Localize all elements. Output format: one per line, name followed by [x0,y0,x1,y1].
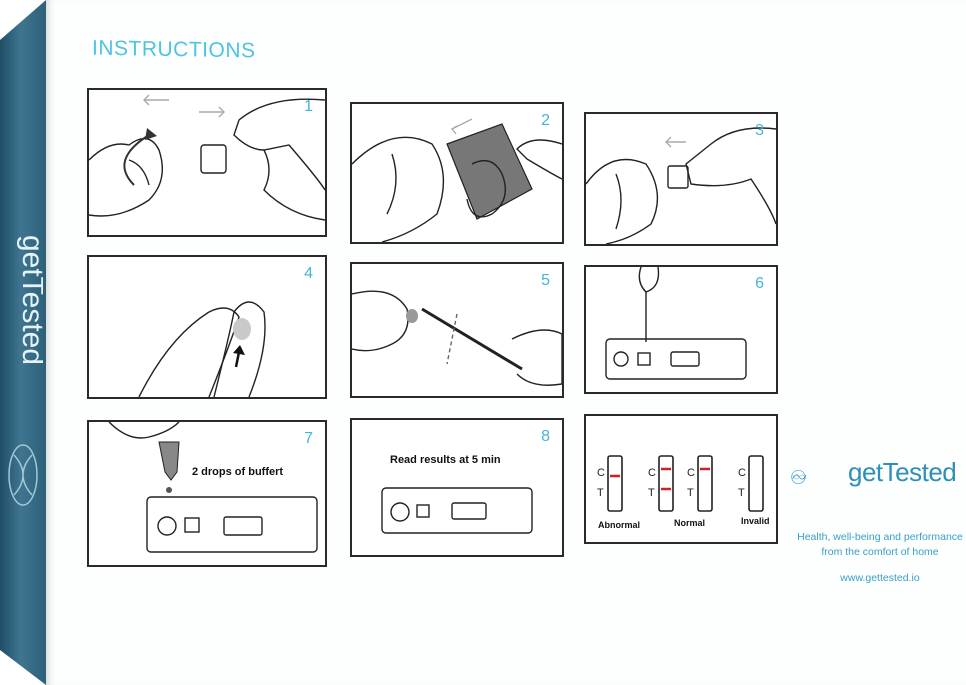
step-6-panel: 6 [584,265,778,394]
tagline-line-2: from the comfort of home [821,546,939,558]
tagline-line-1: Health, well-being and performance [797,531,963,543]
svg-text:C: C [648,467,656,479]
step-6-number: 6 [755,275,764,292]
instructions-title: INSTRUCTIONS [92,36,256,63]
svg-text:T: T [648,487,655,499]
brand-name: getTested [848,457,957,487]
step-8-caption: Read results at 5 min [390,454,501,466]
step-1-panel: 1 [87,88,327,237]
step-5-number: 5 [541,272,550,289]
finger-puncture-icon [138,301,266,397]
svg-text:C: C [597,467,605,479]
step-4-number: 4 [304,265,313,282]
step-7-number: 7 [304,430,313,447]
step-8-number: 8 [541,428,550,445]
brand-tagline: Health, well-being and performance from … [792,530,966,560]
step-2-panel: 2 [350,102,564,244]
box-spine: getTested [0,0,46,685]
press-lancet-hands-icon [586,127,776,244]
result-label-invalid: Invalid [741,516,770,526]
spine-brand-text: getTested [16,235,43,365]
svg-text:T: T [738,487,745,499]
collect-blood-pipette-icon [352,290,562,386]
step-2-number: 2 [541,112,550,129]
results-panel: C T C T C T C T Abnormal Normal Invalid [584,414,778,544]
svg-text:T: T [597,487,604,499]
result-label-abnormal: Abnormal [598,520,641,530]
open-lancet-hands-icon [89,94,325,221]
step-1-number: 1 [304,98,313,115]
svg-text:C: C [738,467,746,479]
step-4-panel: 4 [87,255,327,399]
brand-url: www.gettested.io [840,572,920,584]
result-strips-icon: C T C T C T C T [597,455,764,512]
dna-logo-icon [791,470,807,484]
step-3-panel: 3 [584,112,778,246]
peel-plaster-hands-icon [352,118,562,242]
result-label-normal: Normal [674,518,706,528]
svg-text:getTested: getTested [16,235,43,365]
step-7-panel: 7 2 drops of buffert [87,420,327,567]
step-3-number: 3 [755,122,764,139]
apply-sample-cassette-icon [605,267,747,380]
step-7-caption: 2 drops of buffert [192,466,284,478]
svg-text:C: C [687,467,695,479]
spine-dna-logo-icon [8,444,38,506]
buffer-drops-cassette-icon [108,422,318,553]
svg-text:T: T [687,487,694,499]
step-8-panel: 8 Read results at 5 min [350,418,564,557]
timer-cassette-icon [381,487,533,534]
step-5-panel: 5 [350,262,564,398]
